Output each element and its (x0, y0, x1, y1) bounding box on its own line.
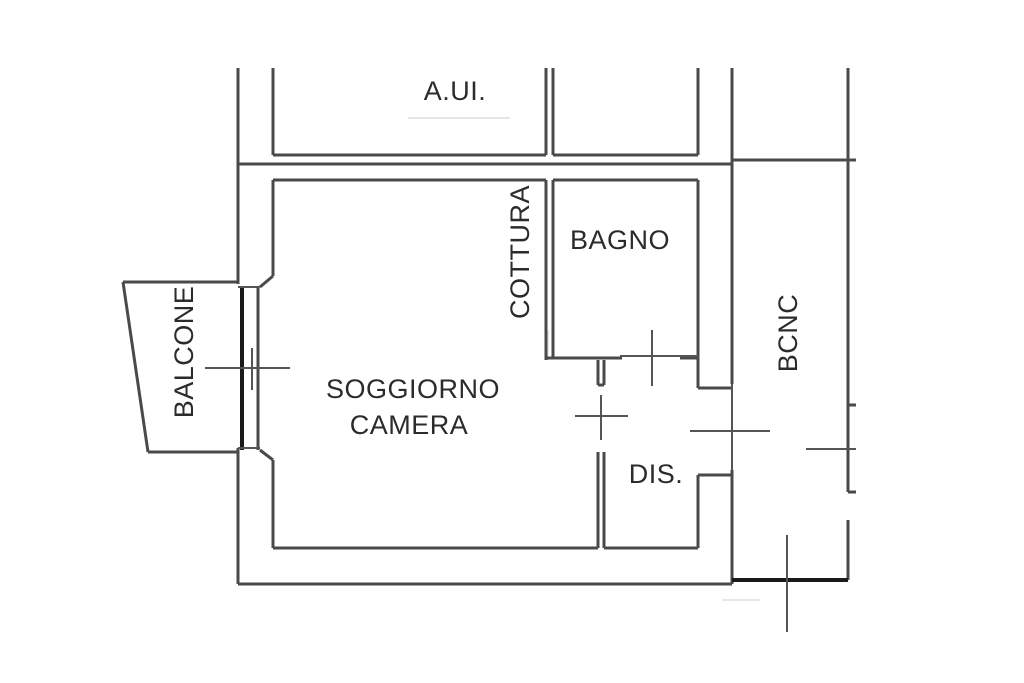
label-dis: DIS. (629, 459, 684, 489)
label-bagno: BAGNO (570, 225, 670, 255)
scan-artifacts (408, 117, 760, 601)
soggiorno-room (259, 178, 598, 550)
label-camera: CAMERA (350, 410, 469, 440)
bagno-room (546, 178, 732, 390)
door-markers (205, 330, 856, 632)
label-bcnc: BCNC (773, 294, 803, 373)
outer-walls (236, 68, 856, 586)
aui-rooms (271, 68, 700, 157)
room-labels: A.UI. BAGNO COTTURA BCNC BALCONE SOGGIOR… (169, 76, 803, 489)
dis-room (596, 360, 732, 550)
label-aui: A.UI. (424, 76, 487, 106)
label-soggiorno: SOGGIORNO (326, 374, 500, 404)
label-balcone: BALCONE (169, 286, 199, 419)
label-cottura: COTTURA (505, 185, 535, 319)
